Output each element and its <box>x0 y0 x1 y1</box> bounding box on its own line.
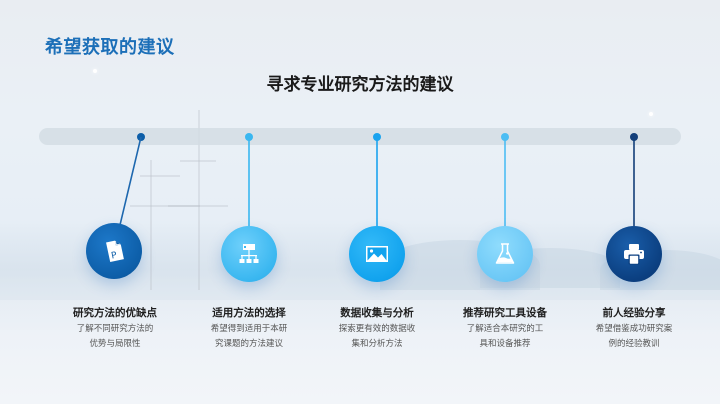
item-desc-1: 了解不同研究方法的 优势与局限性 <box>76 324 154 349</box>
flask-icon <box>495 243 515 264</box>
sparkle-decoration <box>93 69 97 73</box>
image-icon <box>366 246 388 262</box>
research-pros-cons-node[interactable]: P <box>86 223 142 279</box>
data-collection-node[interactable] <box>349 226 405 282</box>
background-sea <box>0 300 720 404</box>
timeline-dot-2 <box>245 133 253 141</box>
item-title-3: 数据收集与分析 <box>340 307 414 319</box>
sparkle-decoration <box>649 112 653 116</box>
item-title-5: 前人经验分享 <box>602 307 666 319</box>
research-tools-node[interactable] <box>477 226 533 282</box>
timeline-bar <box>39 128 681 145</box>
item-title-2: 适用方法的选择 <box>212 307 286 319</box>
timeline-dot-1 <box>137 133 145 141</box>
hierarchy-icon <box>239 244 259 263</box>
item-title-4: 推荐研究工具设备 <box>463 307 547 319</box>
svg-text:P: P <box>110 251 118 262</box>
timeline-dot-3 <box>373 133 381 141</box>
printer-icon <box>624 244 644 265</box>
item-desc-5: 希望借鉴成功研究案 例的经验教训 <box>595 324 673 349</box>
item-title-1: 研究方法的优缺点 <box>73 307 157 319</box>
item-desc-3: 探索更有效的数据收 集和分析方法 <box>338 324 416 349</box>
item-desc-2: 希望得到适用于本研 究课题的方法建议 <box>210 324 288 349</box>
timeline-dot-4 <box>501 133 509 141</box>
method-selection-node[interactable] <box>221 226 277 282</box>
experience-sharing-node[interactable] <box>606 226 662 282</box>
timeline-dot-5 <box>630 133 638 141</box>
item-desc-4: 了解适合本研究的工 具和设备推荐 <box>466 324 544 349</box>
slide-subtitle: 寻求专业研究方法的建议 <box>266 75 454 95</box>
document-p-icon: P <box>106 240 124 263</box>
slide-title: 希望获取的建议 <box>45 37 175 58</box>
